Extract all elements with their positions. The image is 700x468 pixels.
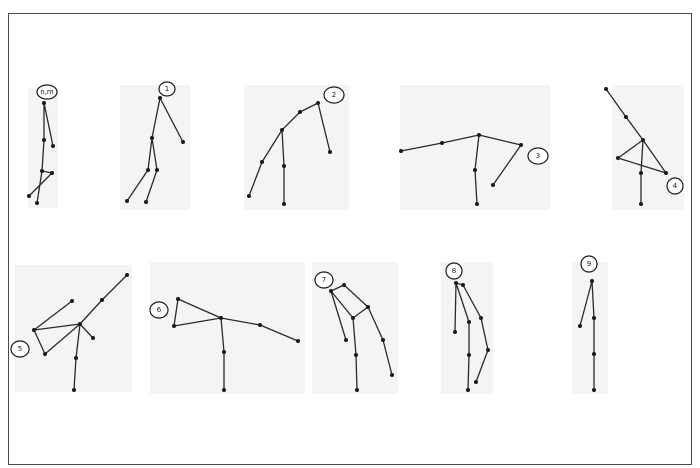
pose-3-backdrop: [400, 85, 550, 210]
pose-4-label: 4: [673, 182, 678, 190]
pose-9: 9: [572, 256, 608, 394]
pose-3: 3: [399, 85, 550, 210]
pose-8-backdrop: [441, 262, 493, 394]
pose-0: n,m: [27, 85, 58, 208]
pose-1: 1: [120, 82, 190, 210]
pose-9-backdrop: [572, 262, 608, 394]
pose-7-label: 7: [322, 276, 326, 284]
pose-5-backdrop: [14, 265, 132, 392]
pose-5-label: 5: [18, 345, 22, 353]
pose-9-label: 9: [587, 260, 591, 268]
pose-2: 2: [244, 85, 349, 210]
pose-6-label: 6: [157, 306, 162, 314]
pose-4-badge: 4: [667, 178, 683, 194]
pose-2-backdrop: [244, 85, 349, 210]
pose-6-backdrop: [150, 262, 305, 394]
pose-3-badge: 3: [528, 148, 548, 164]
pose-5-badge: 5: [11, 341, 29, 357]
pose-6: 6: [150, 262, 305, 394]
pose-4: 4: [604, 85, 684, 210]
pose-0-badge: n,m: [37, 85, 57, 99]
pose-0-label: n,m: [40, 88, 54, 96]
pose-2-badge: 2: [324, 87, 344, 103]
pose-1-label: 1: [165, 85, 169, 93]
pose-5: 5: [11, 265, 132, 392]
pose-2-label: 2: [332, 91, 336, 99]
pose-1-backdrop: [120, 85, 190, 210]
pose-7: 7: [312, 262, 398, 394]
pose-8-badge: 8: [446, 263, 462, 279]
pose-8: 8: [441, 262, 493, 394]
pose-7-badge: 7: [315, 272, 333, 288]
pose-3-label: 3: [536, 152, 540, 160]
pose-1-badge: 1: [159, 82, 175, 96]
pose-6-badge: 6: [150, 302, 168, 318]
pose-9-badge: 9: [581, 256, 597, 272]
pose-8-label: 8: [452, 267, 456, 275]
